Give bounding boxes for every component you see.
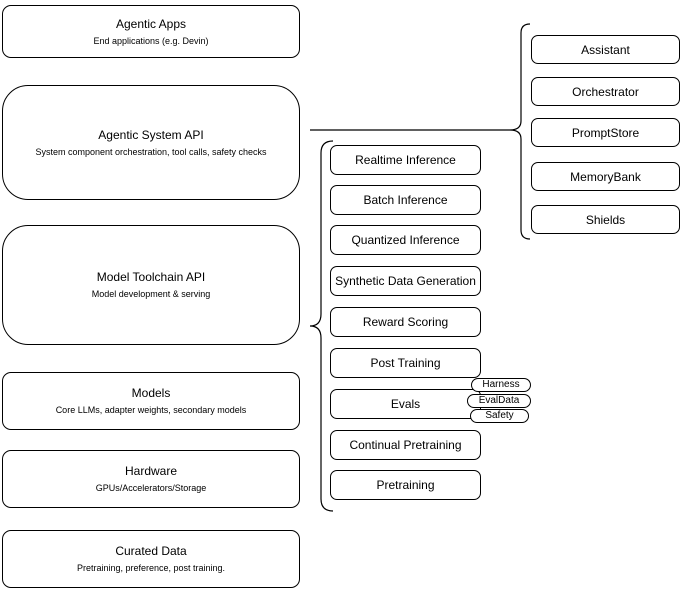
pill-label: Safety bbox=[485, 410, 514, 421]
node-label: Continual Pretraining bbox=[349, 438, 462, 452]
node-label: Batch Inference bbox=[363, 193, 448, 207]
node-synthetic-data-generation: Synthetic Data Generation bbox=[330, 266, 481, 296]
pill-safety: Safety bbox=[470, 409, 529, 423]
pill-label: Harness bbox=[482, 379, 520, 390]
system-brace bbox=[509, 23, 531, 240]
node-pretraining: Pretraining bbox=[330, 470, 481, 500]
node-assistant: Assistant bbox=[531, 35, 680, 64]
node-title: Agentic System API bbox=[98, 127, 204, 142]
pill-evaldata: EvalData bbox=[467, 394, 531, 408]
node-quantized-inference: Quantized Inference bbox=[330, 225, 481, 255]
node-label: MemoryBank bbox=[570, 169, 641, 184]
node-batch-inference: Batch Inference bbox=[330, 185, 481, 215]
node-label: Post Training bbox=[370, 356, 441, 370]
pill-label: EvalData bbox=[478, 395, 520, 406]
node-realtime-inference: Realtime Inference bbox=[330, 145, 481, 175]
node-title: Hardware bbox=[124, 464, 178, 478]
node-subtitle: Core LLMs, adapter weights, secondary mo… bbox=[55, 405, 247, 415]
node-label: Synthetic Data Generation bbox=[335, 274, 476, 288]
node-curated-data: Curated Data Pretraining, preference, po… bbox=[2, 530, 300, 588]
node-hardware: Hardware GPUs/Accelerators/Storage bbox=[2, 450, 300, 508]
node-label: Pretraining bbox=[376, 478, 435, 492]
node-shields: Shields bbox=[531, 205, 680, 234]
node-label: Assistant bbox=[581, 42, 630, 57]
node-model-toolchain-api: Model Toolchain API Model development & … bbox=[2, 225, 300, 345]
node-models: Models Core LLMs, adapter weights, secon… bbox=[2, 372, 300, 430]
node-label: Orchestrator bbox=[572, 84, 639, 99]
node-title: Agentic Apps bbox=[115, 16, 187, 31]
pill-harness: Harness bbox=[471, 378, 531, 392]
node-label: Shields bbox=[585, 212, 626, 227]
node-label: Realtime Inference bbox=[355, 153, 456, 167]
node-label: Evals bbox=[390, 397, 421, 411]
node-subtitle: GPUs/Accelerators/Storage bbox=[95, 483, 207, 493]
node-subtitle: End applications (e.g. Devin) bbox=[93, 35, 209, 46]
node-agentic-system-api: Agentic System API System component orch… bbox=[2, 85, 300, 200]
node-title: Model Toolchain API bbox=[96, 270, 206, 284]
node-evals: Evals bbox=[330, 389, 481, 419]
node-subtitle: Pretraining, preference, post training. bbox=[76, 563, 226, 573]
node-reward-scoring: Reward Scoring bbox=[330, 307, 481, 337]
node-title: Curated Data bbox=[115, 544, 187, 558]
node-continual-pretraining: Continual Pretraining bbox=[330, 430, 481, 460]
node-subtitle: System component orchestration, tool cal… bbox=[35, 146, 267, 157]
node-subtitle: Model development & serving bbox=[91, 289, 211, 299]
node-title: Models bbox=[131, 386, 171, 400]
node-post-training: Post Training bbox=[330, 348, 481, 378]
node-label: PromptStore bbox=[571, 125, 640, 140]
node-promptstore: PromptStore bbox=[531, 118, 680, 147]
node-agentic-apps: Agentic Apps End applications (e.g. Devi… bbox=[2, 5, 300, 58]
toolchain-brace bbox=[309, 140, 334, 512]
node-memorybank: MemoryBank bbox=[531, 162, 680, 191]
node-label: Reward Scoring bbox=[362, 315, 449, 329]
node-orchestrator: Orchestrator bbox=[531, 77, 680, 106]
node-label: Quantized Inference bbox=[351, 233, 460, 247]
